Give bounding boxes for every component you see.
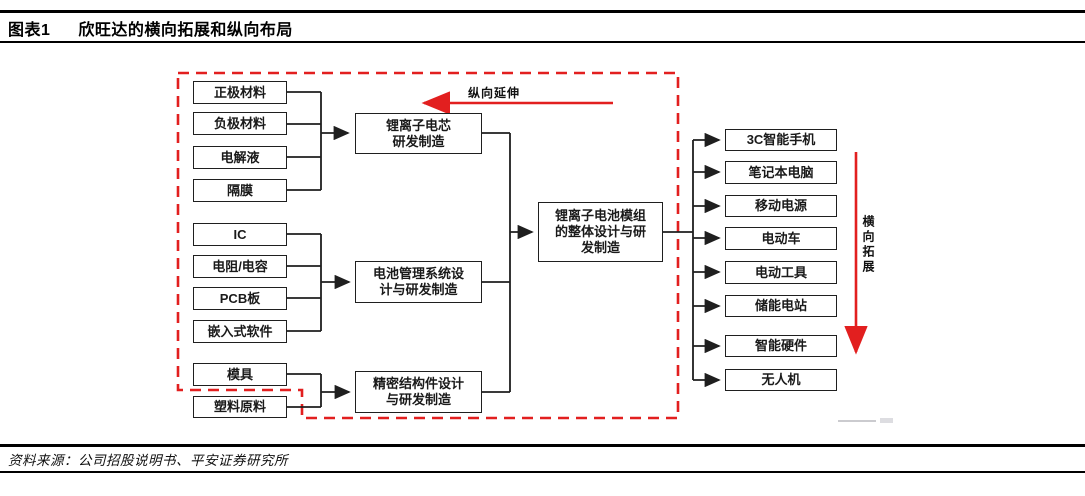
figure-title-row: 图表1 欣旺达的横向拓展和纵向布局 xyxy=(8,16,293,40)
node-resistor-capacitor: 电阻/电容 xyxy=(193,255,287,278)
node-mold: 模具 xyxy=(193,363,287,386)
title-bottom-rule xyxy=(0,41,1085,43)
watermark-remnant xyxy=(838,417,894,425)
node-3c-smartphone: 3C智能手机 xyxy=(725,129,837,151)
watermark-mark xyxy=(838,420,876,422)
node-anode-material: 负极材料 xyxy=(193,112,287,135)
node-power-bank: 移动电源 xyxy=(725,195,837,217)
footer-bottom-rule xyxy=(0,471,1085,473)
node-laptop: 笔记本电脑 xyxy=(725,161,837,184)
node-smart-hardware: 智能硬件 xyxy=(725,335,837,357)
node-cell-rd: 锂离子电芯 研发制造 xyxy=(355,113,482,154)
node-drone: 无人机 xyxy=(725,369,837,391)
watermark-mark xyxy=(880,418,893,423)
node-structural-rd: 精密结构件设计 与研发制造 xyxy=(355,371,482,413)
node-electric-vehicle: 电动车 xyxy=(725,227,837,250)
node-battery-module-rd: 锂离子电池模组 的整体设计与研 发制造 xyxy=(538,202,663,262)
node-bms-rd: 电池管理系统设 计与研发制造 xyxy=(355,261,482,303)
node-energy-storage-station: 储能电站 xyxy=(725,295,837,317)
vertical-extension-label: 纵向延伸 xyxy=(468,86,521,100)
node-power-tool: 电动工具 xyxy=(725,261,837,284)
node-electrolyte: 电解液 xyxy=(193,146,287,169)
node-plastic-material: 塑料原料 xyxy=(193,396,287,418)
node-ic: IC xyxy=(193,223,287,246)
node-pcb-board: PCB板 xyxy=(193,287,287,310)
source-note: 资料来源：公司招股说明书、平安证券研究所 xyxy=(8,453,288,468)
title-top-rule xyxy=(0,10,1085,13)
node-separator: 隔膜 xyxy=(193,179,287,202)
figure-number-label: 图表1 xyxy=(8,22,51,39)
node-embedded-software: 嵌入式软件 xyxy=(193,320,287,343)
figure-title: 欣旺达的横向拓展和纵向布局 xyxy=(78,22,293,39)
horizontal-expansion-label: 横向拓展 xyxy=(861,215,875,275)
footer-top-rule xyxy=(0,444,1085,447)
node-cathode-material: 正极材料 xyxy=(193,81,287,104)
